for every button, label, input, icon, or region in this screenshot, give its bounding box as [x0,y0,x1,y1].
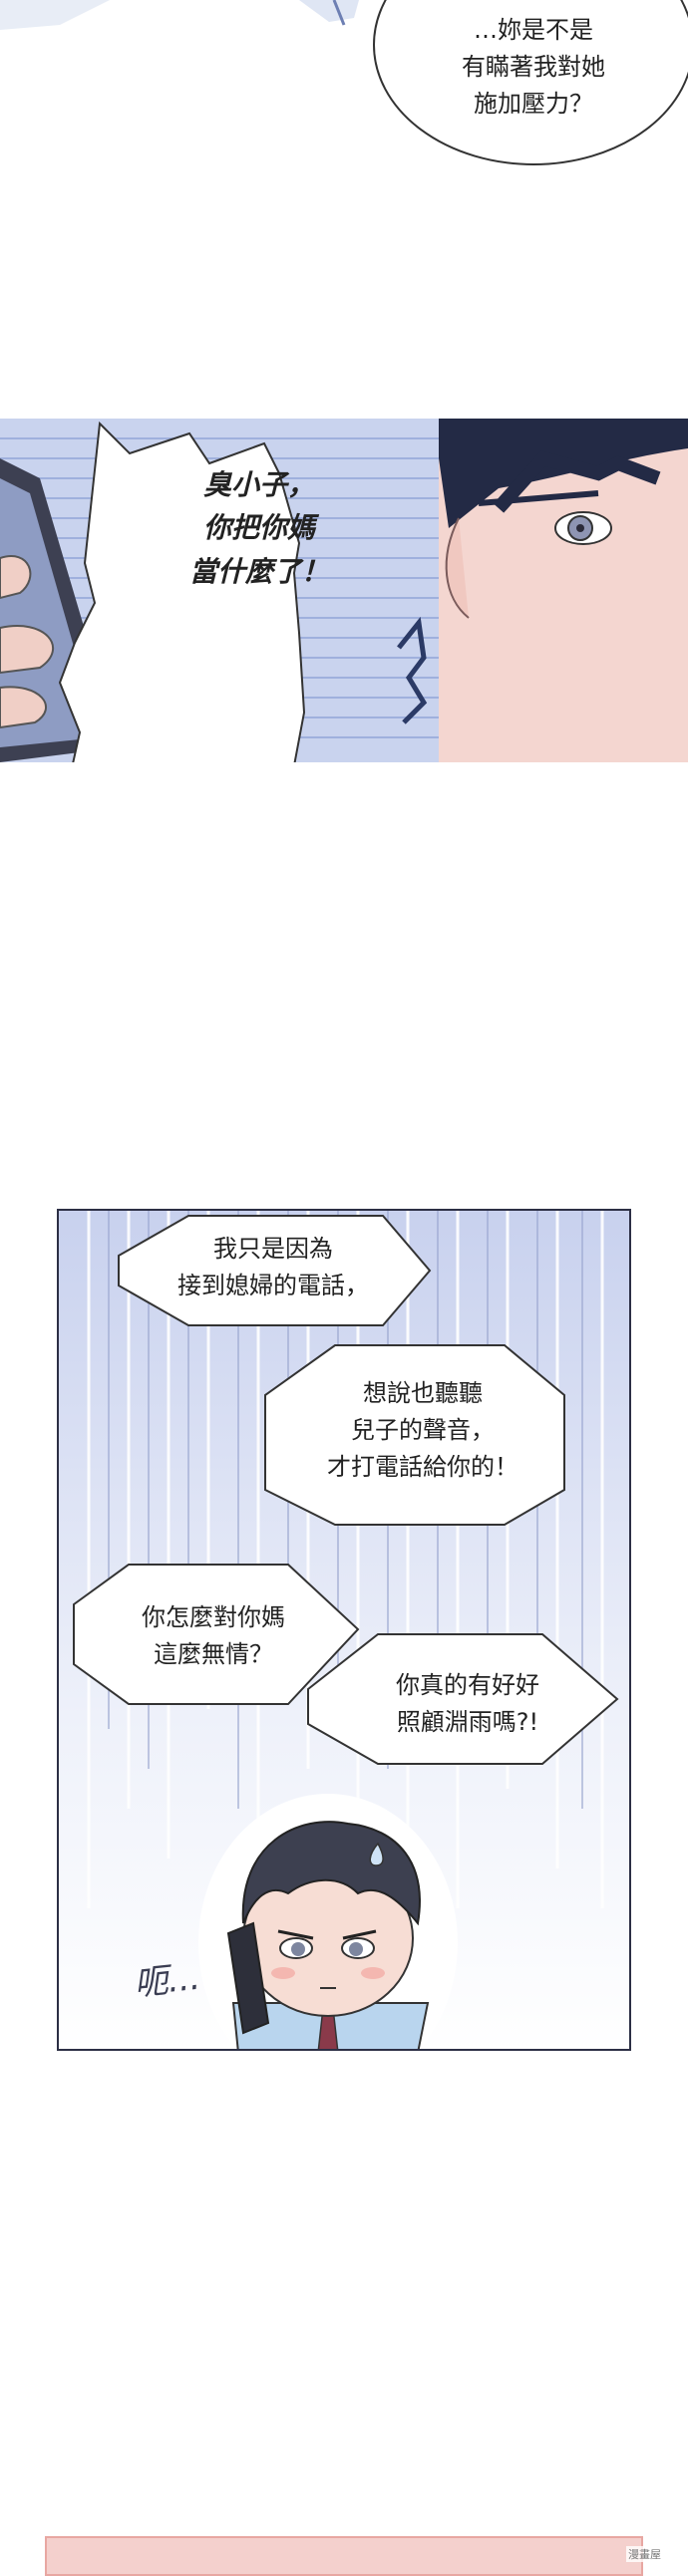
bubble-line: 我只是因為 [213,1235,333,1263]
panel-1: …妳是不是 有瞞著我對她 施加壓力？ [0,0,688,229]
bubble-line: 有瞞著我對她 [462,53,605,82]
speech-bubble-1-text: …妳是不是 有瞞著我對她 施加壓力？ [399,12,668,124]
bubble-panel3-4: 你真的有好好 照顧淵雨嗎?! [333,1667,602,1741]
panel-2: 臭小子， 你把你媽 當什麼了！ [0,419,688,762]
shout-line: 臭小子， [202,468,315,501]
bubble-line: 你怎麼對你媽 [142,1603,285,1631]
bubble-line: 你真的有好好 [396,1671,539,1699]
panel-2-art [0,419,688,762]
sfx-text: 呃... [132,1957,202,2005]
bubble-panel3-1: 我只是因為 接到媳婦的電話， [144,1231,403,1304]
bubble-line: 接到媳婦的電話， [177,1272,369,1300]
bubble-line: 這麼無情？ [154,1640,273,1669]
shout-text: 臭小子， 你把你媽 當什麼了！ [160,463,359,593]
bubble-line: 照顧淵雨嗎?! [396,1708,539,1737]
panel-3-background [59,1211,629,2049]
bubble-line: 施加壓力？ [474,90,593,119]
speech-bubble-1 [373,0,688,165]
watermark: 漫畫屋 [626,2546,663,2562]
character-shoulder-art [0,0,359,30]
panel-3: 我只是因為 接到媳婦的電話， 想說也聽聽 兒子的聲音， 才打電話給你的！ 你怎麼… [57,1209,631,2051]
bubble-line: …妳是不是 [474,16,593,44]
bubble-panel3-2: 想說也聽聽 兒子的聲音， 才打電話給你的！ [283,1375,562,1487]
bubble-line: 兒子的聲音， [351,1416,495,1445]
chibi-character [198,1794,458,2049]
next-panel-edge [45,2536,643,2576]
shout-line: 你把你媽 [202,511,315,545]
bubble-line: 想說也聽聽 [363,1379,483,1407]
bubble-line: 才打電話給你的！ [327,1453,518,1482]
bubble-panel3-3: 你怎麼對你媽 這麼無情？ [84,1599,343,1673]
shout-line: 當什麼了！ [188,554,329,588]
